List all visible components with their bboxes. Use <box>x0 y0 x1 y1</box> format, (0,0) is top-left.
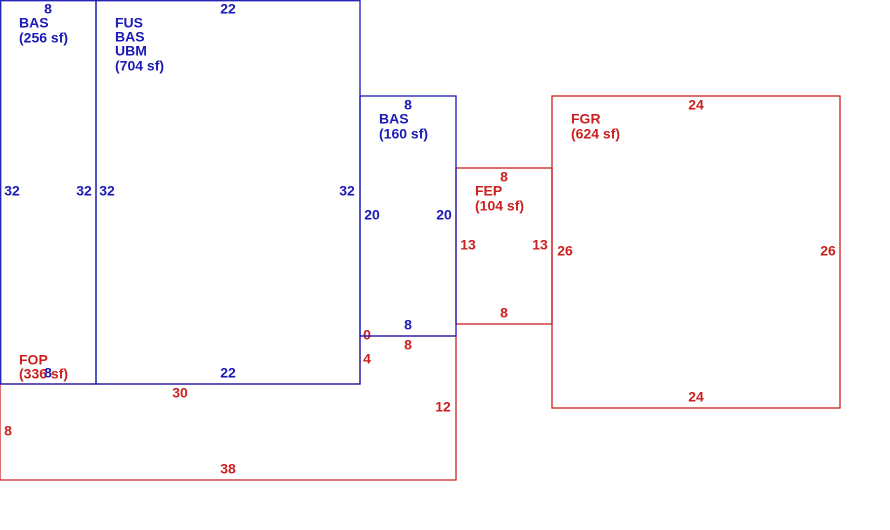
fep-label-area: (104 sf) <box>475 197 524 213</box>
fgr-label-area: (624 sf) <box>571 125 620 141</box>
fop-dim-right: 12 <box>435 399 451 415</box>
fep-label-code: FEP <box>475 182 502 198</box>
bas-256-label-code: BAS <box>19 14 49 30</box>
fus-704-label-ubm: UBM <box>115 42 147 58</box>
bas-160-label-code: BAS <box>379 110 409 126</box>
fus-704-label-fus: FUS <box>115 14 143 30</box>
bas-256-dim-right: 32 <box>76 183 92 199</box>
bas-160-label-area: (160 sf) <box>379 125 428 141</box>
bas-256-room: BAS (256 sf) 8 32 32 8 <box>0 0 97 385</box>
fop-336-room: FOP (336 sf) 30 0 4 8 12 8 38 <box>0 327 457 481</box>
bas-256-dim-top: 8 <box>44 1 52 17</box>
fgr-dim-left: 26 <box>557 243 573 259</box>
fgr-label-code: FGR <box>571 110 601 126</box>
fop-label-area: (336 sf) <box>19 365 68 381</box>
bas-160-outline <box>359 95 457 337</box>
fop-label-code: FOP <box>19 351 48 367</box>
fop-outline <box>0 335 457 481</box>
fop-dim-left: 8 <box>4 423 12 439</box>
bas-160-room: BAS (160 sf) 8 20 20 8 <box>359 95 457 337</box>
bas-160-dim-bottom: 8 <box>404 317 412 333</box>
fus-704-dim-right: 32 <box>339 183 355 199</box>
fep-104-room: FEP (104 sf) 8 13 13 8 <box>455 167 553 325</box>
fop-dim-step-rise: 4 <box>363 351 371 367</box>
fep-dim-bottom: 8 <box>500 305 508 321</box>
fus-704-dim-bottom: 22 <box>220 365 236 381</box>
bas-256-dim-left: 32 <box>4 183 20 199</box>
fop-dim-top-right: 8 <box>404 337 412 353</box>
fgr-dim-bottom: 24 <box>688 389 704 405</box>
fep-dim-top: 8 <box>500 169 508 185</box>
fus-704-dim-left: 32 <box>99 183 115 199</box>
fus-704-label-area: (704 sf) <box>115 57 164 73</box>
fop-dim-top-left: 30 <box>172 385 188 401</box>
fus-704-room: FUS BAS UBM (704 sf) 22 32 32 22 <box>95 0 361 385</box>
bas-256-label-area: (256 sf) <box>19 29 68 45</box>
fop-dim-step-zero: 0 <box>363 327 371 343</box>
fgr-dim-right: 26 <box>820 243 836 259</box>
fgr-dim-top: 24 <box>688 97 704 113</box>
fop-dim-bottom: 38 <box>220 461 236 477</box>
fep-dim-right: 13 <box>532 237 548 253</box>
bas-160-dim-top: 8 <box>404 97 412 113</box>
fus-704-label-bas: BAS <box>115 28 145 44</box>
bas-160-dim-left: 20 <box>364 207 380 223</box>
fgr-outline <box>551 95 841 409</box>
bas-256-dim-bottom: 8 <box>44 365 52 381</box>
bas-160-dim-right: 20 <box>436 207 452 223</box>
fep-dim-left: 13 <box>460 237 476 253</box>
fgr-624-room: FGR (624 sf) 24 26 26 24 <box>551 95 841 409</box>
fus-704-dim-top: 22 <box>220 1 236 17</box>
